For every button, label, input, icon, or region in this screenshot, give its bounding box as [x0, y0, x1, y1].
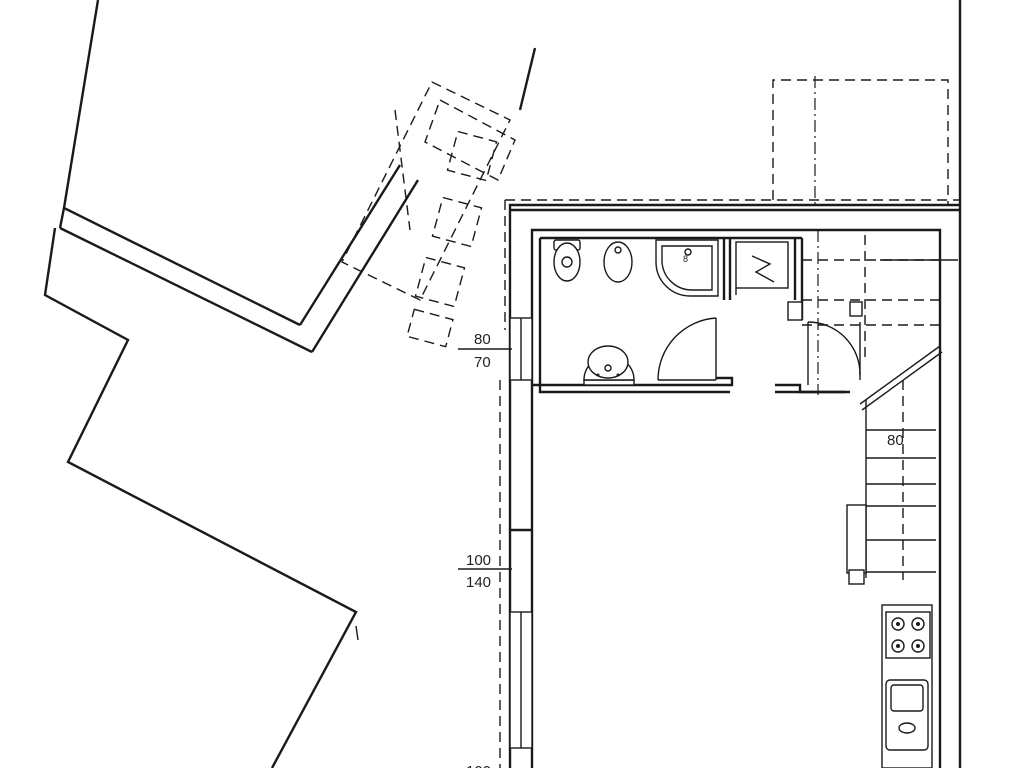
site-outline: [43, 0, 537, 768]
dim-label-100-bottom: 100: [466, 763, 491, 768]
kitchen: [881, 604, 933, 768]
dim-label-100-width: 100: [466, 552, 491, 569]
stairs: [802, 230, 958, 585]
bidet-icon: [603, 241, 633, 283]
window-openings: [509, 317, 533, 749]
dimension-window-top: 80 70: [458, 331, 512, 371]
bathroom: 8: [532, 236, 850, 394]
dimension-window-middle: 100 140: [458, 552, 512, 591]
washbasin-icon: [583, 345, 635, 386]
cooktop-icon: [885, 611, 931, 659]
toilet-icon: [553, 239, 581, 282]
dim-label-140-height: 140: [466, 574, 491, 591]
dimension-window-bottom: 100: [466, 763, 491, 768]
kitchen-sink-icon: [885, 679, 929, 751]
dim-label-stair-80: 80: [887, 432, 904, 449]
dashed-deck: [341, 81, 516, 301]
utility-room: [735, 241, 803, 321]
building-walls: [508, 0, 962, 768]
shower-icon: 8: [655, 239, 719, 297]
bathroom-door-icon: [657, 317, 717, 381]
dim-label-70-height: 70: [474, 354, 491, 371]
svg-text:8: 8: [683, 254, 688, 264]
dimension-stair: 80: [887, 432, 904, 449]
dashed-planters: [406, 130, 498, 348]
dim-label-80-width: 80: [474, 331, 491, 348]
dashed-upper-area: [499, 76, 960, 768]
